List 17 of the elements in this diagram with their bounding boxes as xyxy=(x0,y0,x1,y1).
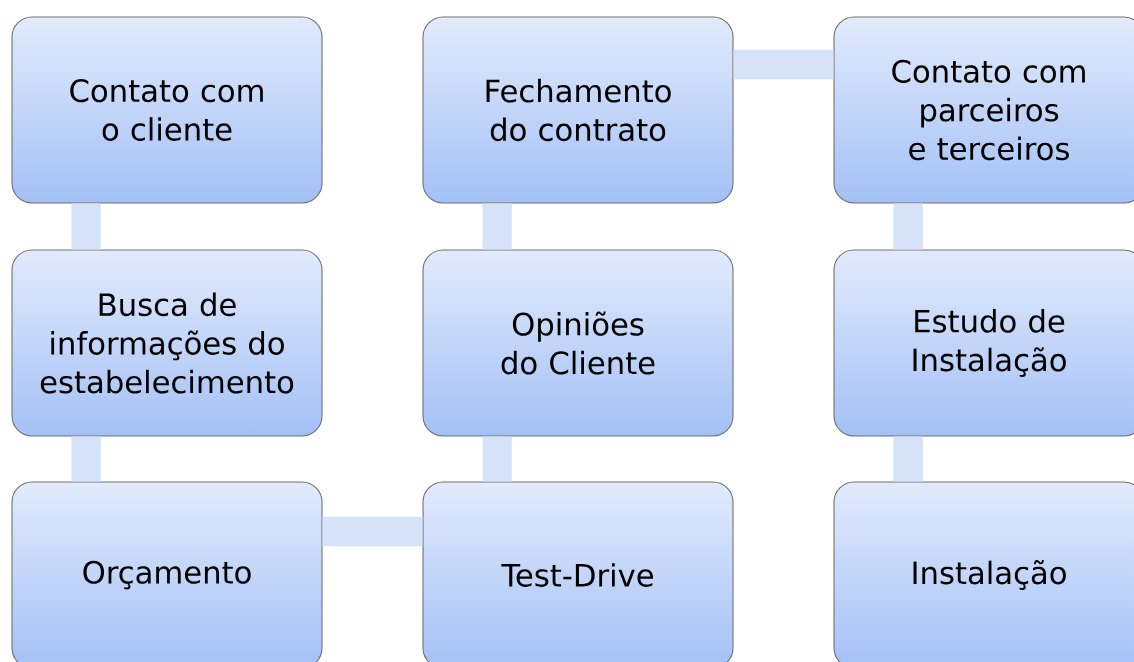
process-box: Busca de informações do estabelecimento xyxy=(11,249,323,437)
process-box: Opiniões do Cliente xyxy=(422,249,734,437)
connector-bar xyxy=(733,49,834,80)
connector-bar xyxy=(322,516,423,547)
process-box: Estudo de Instalação xyxy=(833,249,1134,437)
process-box: Instalação xyxy=(833,481,1134,662)
connector-bar xyxy=(893,436,923,482)
connector-bar xyxy=(893,203,923,250)
connector-bar xyxy=(482,203,512,250)
process-box: Contato com parceiros e terceiros xyxy=(833,16,1134,204)
connector-bar xyxy=(71,436,101,482)
process-box: Fechamento do contrato xyxy=(422,16,734,204)
process-box: Orçamento xyxy=(11,481,323,662)
process-box: Test-Drive xyxy=(422,481,734,662)
connector-bar xyxy=(482,436,512,482)
process-box: Contato com o cliente xyxy=(11,16,323,204)
connector-bar xyxy=(71,203,101,250)
